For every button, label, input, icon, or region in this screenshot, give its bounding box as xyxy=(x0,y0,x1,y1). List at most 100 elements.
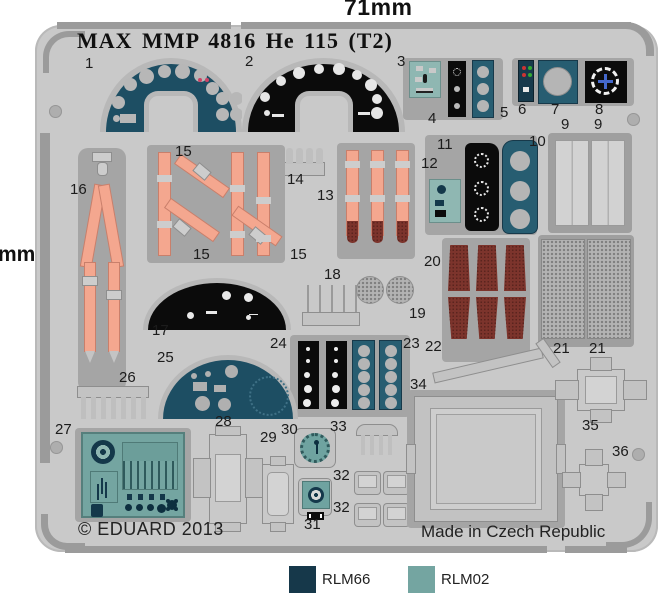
part-20-pad xyxy=(448,297,470,339)
part-4-placard xyxy=(448,61,466,117)
part-13-seatbelt xyxy=(372,151,383,235)
part-number-label: 15 xyxy=(175,143,192,160)
gauge-square xyxy=(120,114,136,123)
fret-hole xyxy=(50,441,63,454)
part-number-label: 11 xyxy=(437,136,453,153)
belt-pad xyxy=(347,221,358,243)
part-36-arm xyxy=(563,473,580,487)
part-number-label: 18 xyxy=(324,266,341,283)
part-24-placard-strip xyxy=(326,341,347,409)
photoetch-fret: MAX MMP 4816 He 115 (T2) xyxy=(35,22,658,553)
fret-corner-mark xyxy=(43,31,85,73)
part-number-label: 15 xyxy=(193,246,210,263)
part-34-frame-center xyxy=(437,415,535,503)
part-15-seatbelt xyxy=(258,153,269,255)
fret-title: MAX MMP 4816 He 115 (T2) xyxy=(77,28,393,53)
part-28-flap xyxy=(216,427,240,435)
part-16-strap xyxy=(109,263,119,351)
part-27-radio-panel xyxy=(83,434,183,517)
gauge-ring xyxy=(474,153,489,168)
gauge-hole xyxy=(544,68,571,95)
legend-swatch xyxy=(408,566,435,593)
part-21-mesh-screen xyxy=(542,240,584,338)
part-1-instrument-panel xyxy=(100,58,242,132)
fret-corner-mark xyxy=(606,502,652,548)
part-15-seatbelt xyxy=(232,153,243,255)
part-34-tab xyxy=(407,445,415,473)
part-36-center xyxy=(580,465,608,495)
part-7-gauge-housing xyxy=(539,61,577,103)
part-20-pad xyxy=(476,245,498,291)
gauge-face xyxy=(308,487,324,503)
legend-item-rlm02: RLM02 xyxy=(408,566,489,593)
part-28-frame xyxy=(210,435,246,523)
part-29-tab xyxy=(271,457,285,465)
part-number-label: 36 xyxy=(612,443,629,460)
part-36-arm xyxy=(586,495,602,510)
placard-glyphs xyxy=(306,347,310,351)
color-legend: RLM66 RLM02 xyxy=(0,566,662,596)
part-number-label: 28 xyxy=(215,413,232,430)
lamp-holes xyxy=(358,345,370,357)
part-3-placard xyxy=(410,62,440,97)
radio-scale-marks xyxy=(101,478,103,494)
part-number-label: 25 xyxy=(157,349,174,366)
gauge-marks xyxy=(453,68,461,76)
part-number-label: 13 xyxy=(317,187,334,204)
placard-bar xyxy=(416,88,433,93)
part-19-mesh-disc xyxy=(387,277,413,303)
panel-detail xyxy=(191,373,197,379)
placard-detail xyxy=(435,210,446,217)
placard-glyphs xyxy=(334,347,338,351)
bracket-inner xyxy=(388,508,405,519)
part-number-label: 15 xyxy=(290,246,307,263)
part-number-label: 27 xyxy=(55,421,72,438)
belt-buckle xyxy=(157,221,172,228)
gauge-marks xyxy=(272,114,284,117)
frame-inner xyxy=(268,473,288,515)
panel-cutout xyxy=(144,91,198,132)
fret-hole xyxy=(627,113,640,126)
part-28-flap xyxy=(216,523,240,531)
fret-edge-bar-bottom xyxy=(565,546,627,553)
part-25-panel xyxy=(158,355,298,419)
gauge-ring xyxy=(474,207,489,222)
bracket-inner xyxy=(388,476,405,487)
part-number-label: 34 xyxy=(410,376,427,393)
part-11-gauge-arc-teal xyxy=(503,141,537,233)
part-18-base xyxy=(303,313,359,325)
part-number-label: 6 xyxy=(518,101,527,118)
part-8-compass-face xyxy=(585,61,627,103)
fret-edge-bar-left xyxy=(40,133,50,463)
part-number-label: 7 xyxy=(551,101,560,118)
part-20-pad xyxy=(448,245,470,291)
belt-buckle xyxy=(157,175,172,182)
part-23-lamp-strip xyxy=(353,341,374,409)
lamp-holes xyxy=(477,66,489,78)
radio-buttons xyxy=(127,494,132,500)
belt-pad xyxy=(397,221,408,243)
part-number-label: 22 xyxy=(425,338,442,355)
part-24-placard-strip xyxy=(298,341,319,409)
part-23-lamp-strip xyxy=(380,341,401,409)
part-30-dial xyxy=(300,433,330,463)
gauge-dots xyxy=(260,92,270,102)
part-31-gauge xyxy=(303,482,329,508)
fret-hole xyxy=(632,448,645,461)
fret-hole xyxy=(49,105,62,118)
belt-buckle xyxy=(345,195,360,202)
part-number-label: 2 xyxy=(245,53,254,70)
part-number-label: 14 xyxy=(287,171,304,188)
part-36-arm xyxy=(608,473,625,487)
fret-corner-mark xyxy=(41,514,85,550)
part-number-label: 26 xyxy=(119,369,136,386)
gauge-hole xyxy=(195,396,210,411)
part-28-flap xyxy=(246,459,262,497)
part-32-bracket xyxy=(355,472,380,494)
fret-edge-bar-top xyxy=(57,22,231,29)
part-number-label: 32 xyxy=(333,499,350,516)
belt-pad xyxy=(372,221,383,243)
part-11-gauge-arc-black xyxy=(465,143,499,231)
part-number-label: 35 xyxy=(582,417,599,434)
